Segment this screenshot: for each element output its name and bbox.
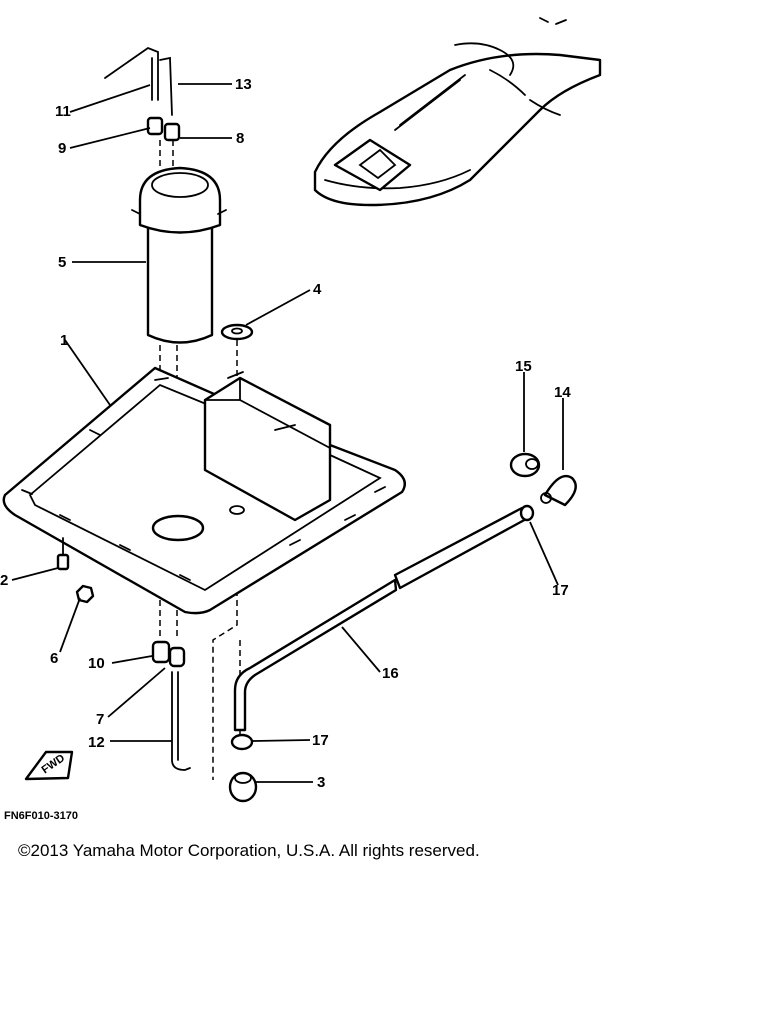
hose-joint	[163, 122, 181, 142]
hose-joint	[151, 640, 171, 664]
callout-8: 8	[236, 130, 244, 147]
tank	[131, 166, 227, 344]
parts-diagram: FWD 11 13 9 8 5 4 1 2 6 10 7 12 16 17 3 …	[0, 17, 602, 822]
callout-5: 5	[58, 254, 66, 271]
cap	[509, 452, 541, 478]
callout-15: 15	[515, 358, 532, 375]
callout-14: 14	[554, 384, 571, 401]
callout-4: 4	[313, 281, 322, 298]
clamp	[230, 504, 535, 751]
callout-11: 11	[55, 103, 71, 120]
callout-2: 2	[0, 572, 8, 589]
callout-6: 6	[50, 650, 58, 667]
tray	[2, 366, 406, 615]
callout-17: 17	[552, 582, 569, 599]
callout-13: 13	[235, 76, 252, 93]
callout-12: 12	[88, 734, 105, 751]
bolt	[56, 537, 70, 571]
hose-joint	[146, 116, 164, 136]
callout-3: 3	[317, 774, 325, 791]
cap	[540, 474, 577, 507]
front-direction-marker: FWD	[24, 750, 74, 781]
vent-hose	[159, 56, 173, 116]
figure-code: FN6F010-3170	[4, 810, 78, 822]
callout-17: 17	[312, 732, 329, 749]
callout-7: 7	[96, 711, 104, 728]
callout-9: 9	[58, 140, 66, 157]
drain-hose	[171, 671, 191, 771]
grommet	[220, 323, 254, 341]
callout-10: 10	[88, 655, 105, 672]
vent-hose	[104, 46, 159, 101]
copyright-notice: ©2013 Yamaha Motor Corporation, U.S.A. A…	[18, 841, 480, 860]
callout-1: 1	[60, 332, 68, 349]
callout-16: 16	[382, 665, 399, 682]
hose-joint	[168, 646, 186, 668]
watercraft-inset-illustration	[313, 17, 602, 207]
grommet	[228, 771, 258, 803]
